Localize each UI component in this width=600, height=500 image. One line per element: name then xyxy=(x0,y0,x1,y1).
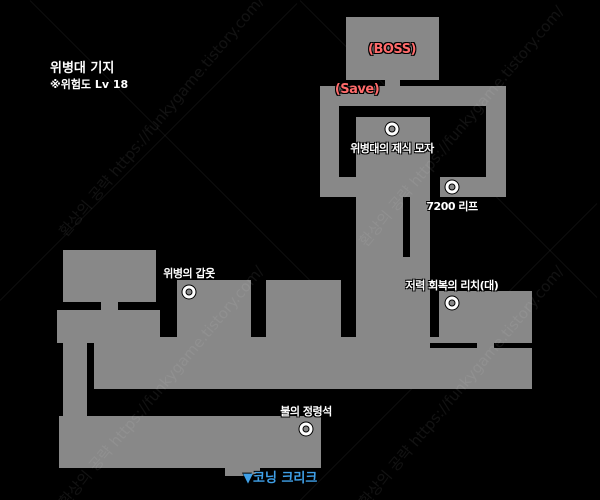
corridor xyxy=(385,80,400,86)
item-label: 불의 정령석 xyxy=(280,405,332,418)
item-marker-icon[interactable] xyxy=(181,284,197,300)
boss-room xyxy=(346,17,439,80)
danger-level: ※위험도 Lv 18 xyxy=(50,78,129,91)
save-label: (Save) xyxy=(334,82,380,97)
top-left-room xyxy=(63,250,156,302)
wall xyxy=(403,197,410,257)
item-label: 저력 회복의 리치(대) xyxy=(405,279,499,292)
item-label: 7200 리프 xyxy=(426,200,478,213)
corridor xyxy=(477,343,494,348)
item-marker-icon[interactable] xyxy=(384,121,400,137)
middle-room xyxy=(266,280,341,337)
wall xyxy=(430,177,440,197)
left-column xyxy=(63,343,87,416)
area-name: 위병대 기지 xyxy=(50,61,115,76)
bottom-room xyxy=(59,416,321,468)
item-marker-icon[interactable] xyxy=(444,295,460,311)
item-marker-icon[interactable] xyxy=(298,421,314,437)
exit-passage xyxy=(225,468,260,476)
item-label: 위병대의 제식 모자 xyxy=(350,142,434,155)
central-shaft xyxy=(356,197,430,342)
corridor xyxy=(101,302,118,310)
watermark: 환상의 공략 https://funkygame.tistory.com/ xyxy=(55,0,268,241)
exit-link[interactable]: ▼코닝 크리크 xyxy=(243,471,318,486)
item-marker-icon[interactable] xyxy=(444,179,460,195)
boss-label: (BOSS) xyxy=(368,42,416,57)
item-label: 위병의 갑옷 xyxy=(163,267,215,280)
